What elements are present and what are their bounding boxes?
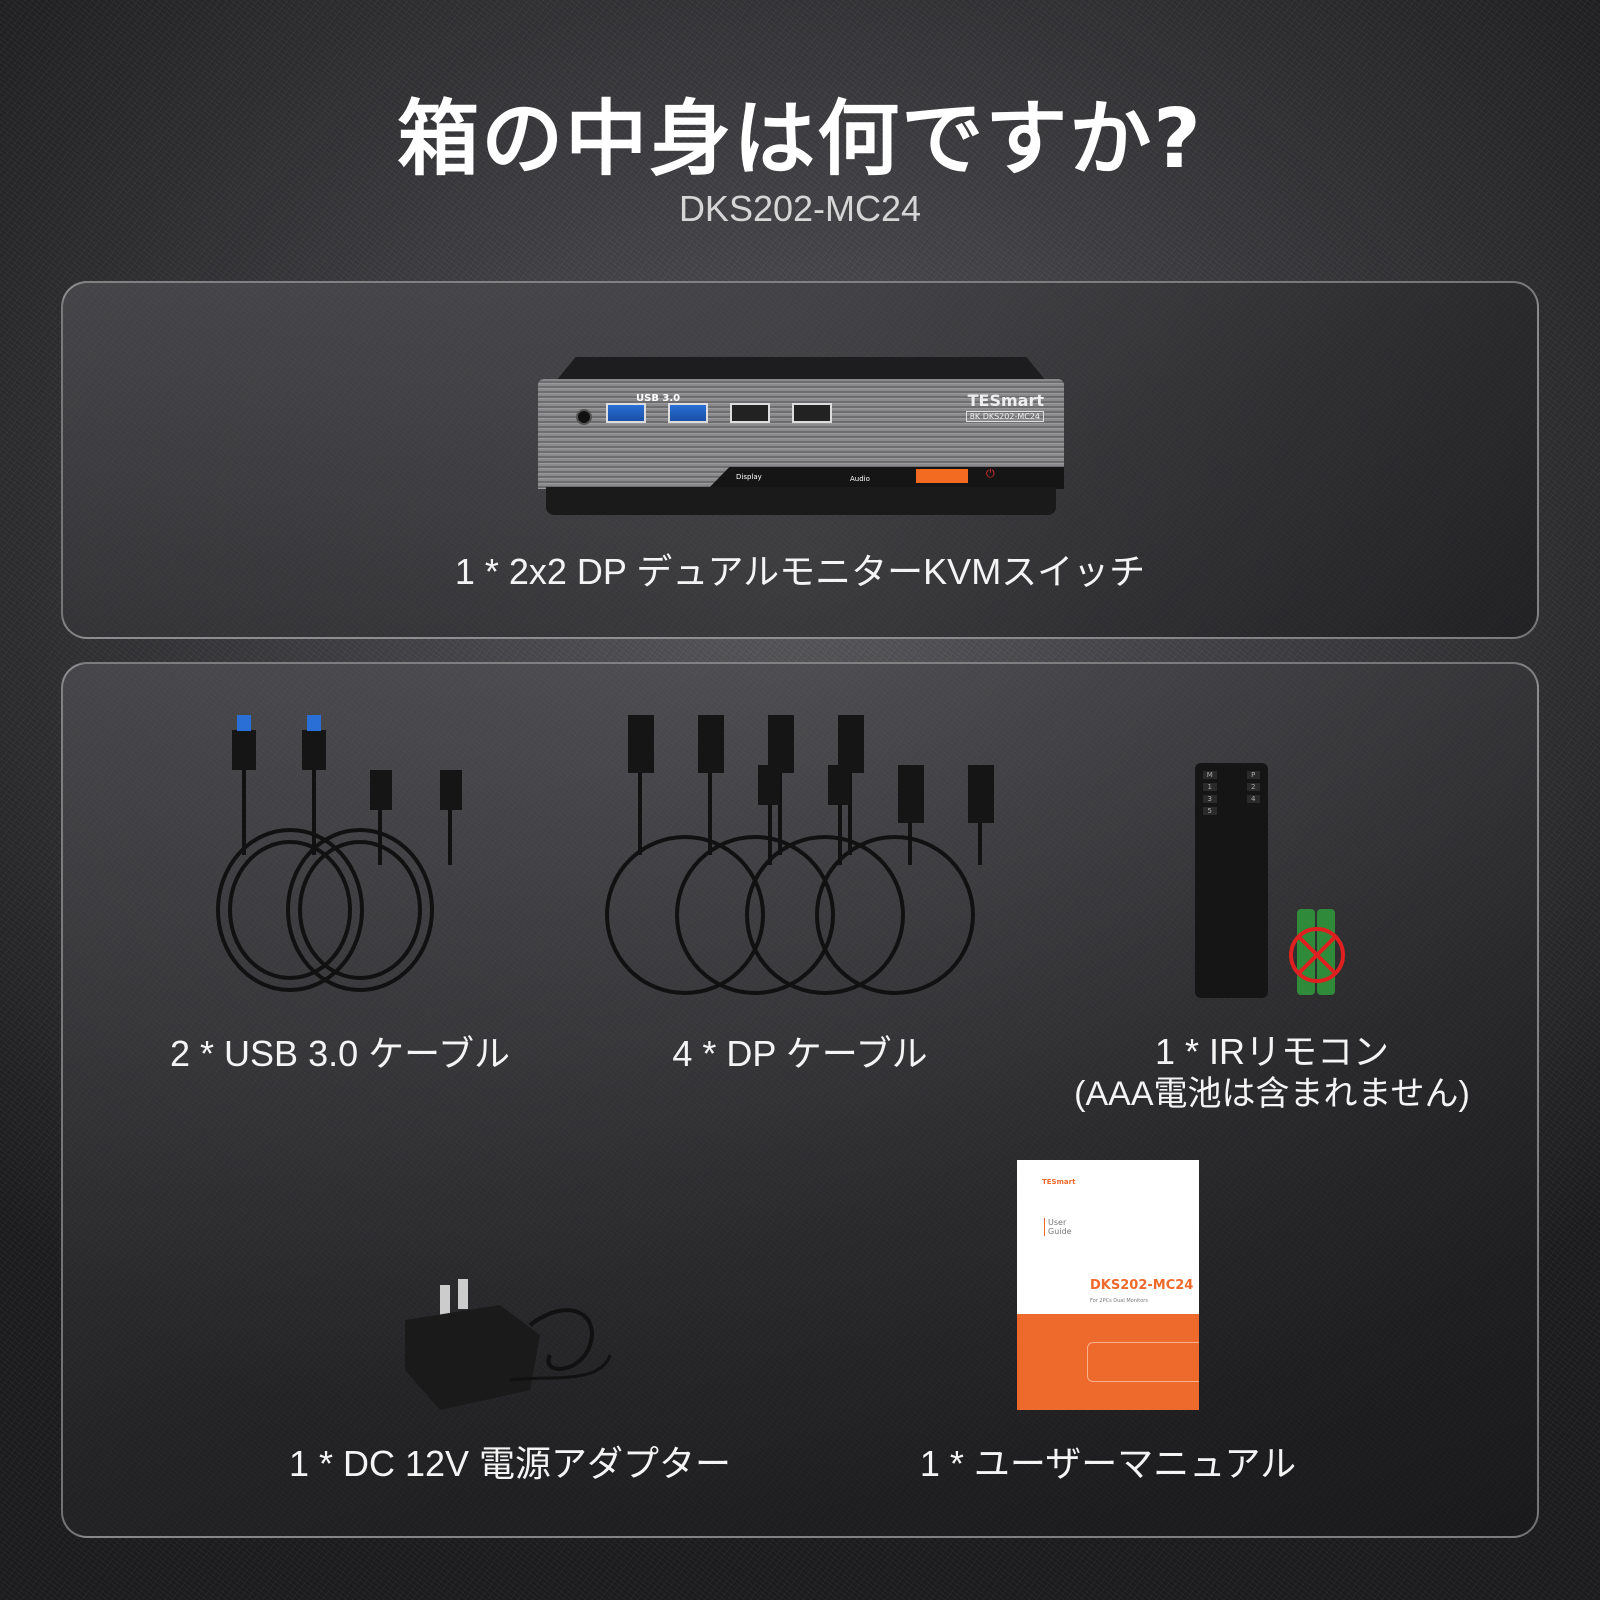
remote-key-m: M xyxy=(1203,771,1217,779)
adapter-label: 1 * DC 12V 電源アダプター xyxy=(288,1443,732,1484)
kvm-switch-image: USB 3.0 TESmart 8K DKS202-MC24 Display A… xyxy=(538,357,1064,517)
manual-model: DKS202-MC24 xyxy=(1090,1278,1194,1293)
remote-key-1: 1 xyxy=(1203,783,1217,791)
power-icon: ⏻ xyxy=(986,467,995,480)
device-model: DKS202-MC24 xyxy=(982,412,1040,421)
usb-label: USB 3.0 xyxy=(636,393,681,404)
usb-cable-label: 2 * USB 3.0 ケーブル xyxy=(170,1033,510,1074)
ir-remote-image: M P 1 2 3 4 5 xyxy=(1195,763,1268,998)
page-title: 箱の中身は何ですか? xyxy=(397,92,1203,187)
remote-key-2: 2 xyxy=(1246,783,1260,791)
kvm-label: 1 * 2x2 DP デュアルモニターKVMスイッチ xyxy=(454,551,1146,592)
remote-label: 1 * IRリモコン xyxy=(1154,1031,1390,1072)
manual-title-line2: Guide xyxy=(1048,1227,1072,1236)
power-adapter-image xyxy=(405,1279,612,1410)
model-subtitle: DKS202-MC24 xyxy=(678,188,922,229)
accessories-panel xyxy=(61,662,1539,1538)
switch-button xyxy=(916,469,968,483)
remote-note: (AAA電池は含まれません) xyxy=(1074,1075,1470,1113)
remote-key-p: P xyxy=(1246,771,1260,779)
aaa-batteries-not-included-icon xyxy=(1289,909,1345,995)
remote-key-3: 3 xyxy=(1203,795,1217,803)
user-manual-image: TESmart User Guide DKS202-MC24 For 2PCs … xyxy=(1017,1160,1199,1410)
dp-cables-image xyxy=(605,715,994,995)
display-label: Display xyxy=(736,473,762,481)
manual-brand: TESmart xyxy=(1042,1178,1076,1186)
manual-label: 1 * ユーザーマニュアル xyxy=(919,1443,1297,1484)
manual-subtitle: For 2PCs Dual Monitors xyxy=(1090,1298,1148,1304)
remote-key-4: 4 xyxy=(1246,795,1260,803)
badge-8k: 8K xyxy=(969,412,981,421)
usb-cables-image xyxy=(216,715,462,992)
manual-title-line1: User xyxy=(1048,1218,1067,1227)
dp-cable-label: 4 * DP ケーブル xyxy=(672,1033,928,1074)
remote-key-5: 5 xyxy=(1203,807,1217,815)
brand-logo: TESmart xyxy=(967,391,1044,410)
audio-label: Audio xyxy=(850,475,870,483)
